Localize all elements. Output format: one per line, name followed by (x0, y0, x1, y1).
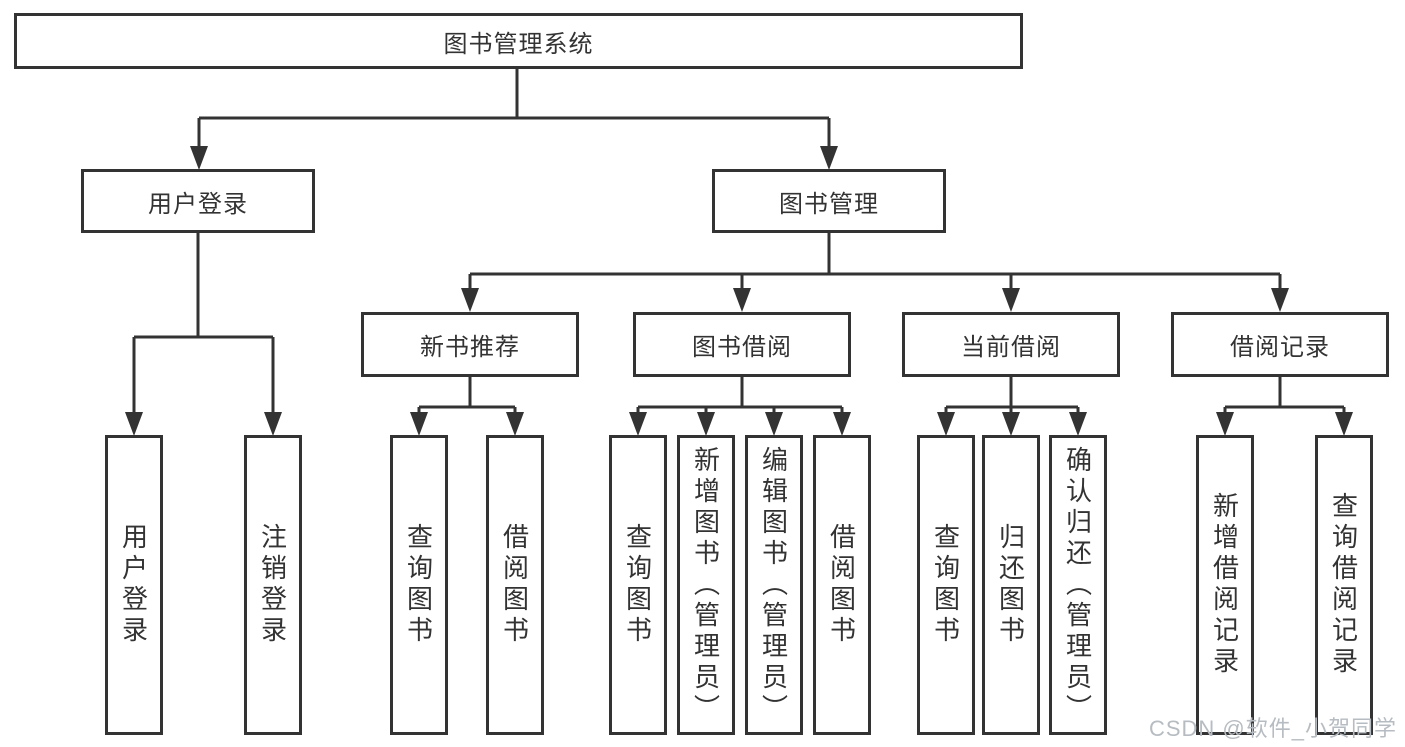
leaf-return-book: 归还图书 (982, 435, 1040, 735)
node-book-borrow-label: 图书借阅 (692, 334, 792, 361)
leaf-borrow-book-borrow-label: 借阅图书 (826, 523, 857, 647)
leaf-query-book-recommend-label: 查询图书 (403, 523, 434, 647)
node-new-book-recommend-label: 新书推荐 (420, 334, 520, 361)
leaf-add-borrow-record-label: 新增借阅记录 (1209, 492, 1240, 678)
leaf-borrow-book-recommend: 借阅图书 (486, 435, 544, 735)
leaf-edit-book-admin: 编辑图书（管理员） (745, 435, 803, 735)
leaf-query-book-borrow-label: 查询图书 (622, 523, 653, 647)
csdn-watermark: CSDN @软件_小贺同学 (1148, 716, 1397, 741)
node-current-borrow: 当前借阅 (902, 312, 1120, 377)
node-borrow-records: 借阅记录 (1171, 312, 1389, 377)
node-book-borrow: 图书借阅 (633, 312, 851, 377)
leaf-query-book-recommend: 查询图书 (390, 435, 448, 735)
leaf-edit-book-admin-label: 编辑图书（管理员） (758, 445, 789, 725)
leaf-query-borrow-record: 查询借阅记录 (1315, 435, 1373, 735)
leaf-query-book-current: 查询图书 (917, 435, 975, 735)
leaf-user-login-label: 用户登录 (118, 523, 149, 647)
leaf-borrow-book-recommend-label: 借阅图书 (499, 523, 530, 647)
leaf-return-book-label: 归还图书 (995, 523, 1026, 647)
leaf-add-book-admin: 新增图书（管理员） (677, 435, 735, 735)
leaf-confirm-return-admin-label: 确认归还（管理员） (1062, 445, 1093, 725)
leaf-confirm-return-admin: 确认归还（管理员） (1049, 435, 1107, 735)
leaf-query-book-borrow: 查询图书 (609, 435, 667, 735)
leaf-user-login: 用户登录 (105, 435, 163, 735)
node-user-login-label: 用户登录 (148, 190, 248, 218)
leaf-borrow-book-borrow: 借阅图书 (813, 435, 871, 735)
node-book-management-label: 图书管理 (779, 190, 879, 218)
leaf-query-book-current-label: 查询图书 (930, 523, 961, 647)
node-user-login: 用户登录 (81, 169, 315, 233)
node-root: 图书管理系统 (14, 13, 1023, 69)
leaf-add-borrow-record: 新增借阅记录 (1196, 435, 1254, 735)
node-current-borrow-label: 当前借阅 (961, 334, 1061, 361)
leaf-query-borrow-record-label: 查询借阅记录 (1328, 492, 1359, 678)
node-new-book-recommend: 新书推荐 (361, 312, 579, 377)
leaf-logout-label: 注销登录 (257, 523, 288, 647)
leaf-logout: 注销登录 (244, 435, 302, 735)
node-root-label: 图书管理系统 (443, 30, 594, 58)
leaf-add-book-admin-label: 新增图书（管理员） (690, 445, 721, 725)
node-borrow-records-label: 借阅记录 (1230, 334, 1330, 361)
node-book-management: 图书管理 (712, 169, 946, 233)
arrowheads (125, 146, 1353, 436)
